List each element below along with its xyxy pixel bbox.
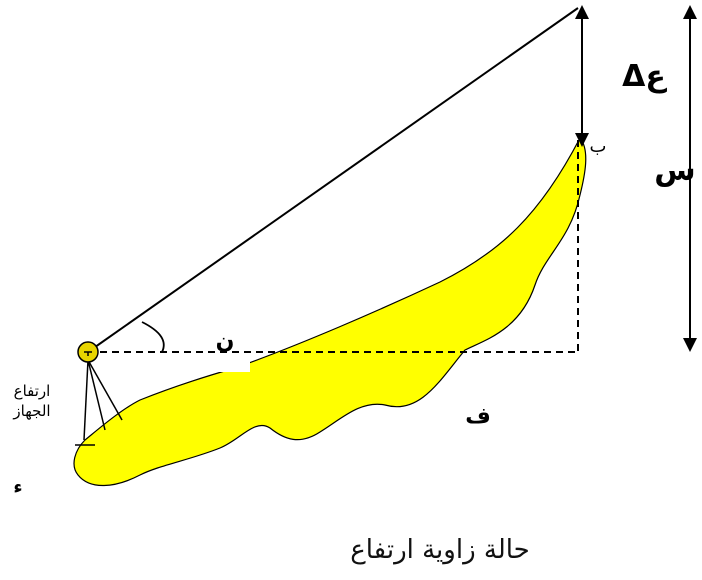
label-instrument-height-1: ارتفاع: [14, 382, 51, 400]
figure-caption: حالة زاوية ارتفاع: [350, 535, 530, 565]
instrument-icon: [77, 341, 123, 441]
angle-arc: [141, 321, 165, 353]
label-instrument-height-2: الجهاز: [12, 402, 50, 420]
label-angle: ن: [216, 329, 235, 354]
label-vertical: س: [654, 153, 695, 188]
label-point-b: ب: [590, 136, 607, 157]
line-of-sight: [87, 7, 579, 353]
terrain-profile: [73, 136, 587, 487]
label-delta-h: Δع: [622, 59, 667, 94]
label-horizontal: ف: [465, 404, 491, 429]
label-point-a: ء: [13, 477, 22, 498]
